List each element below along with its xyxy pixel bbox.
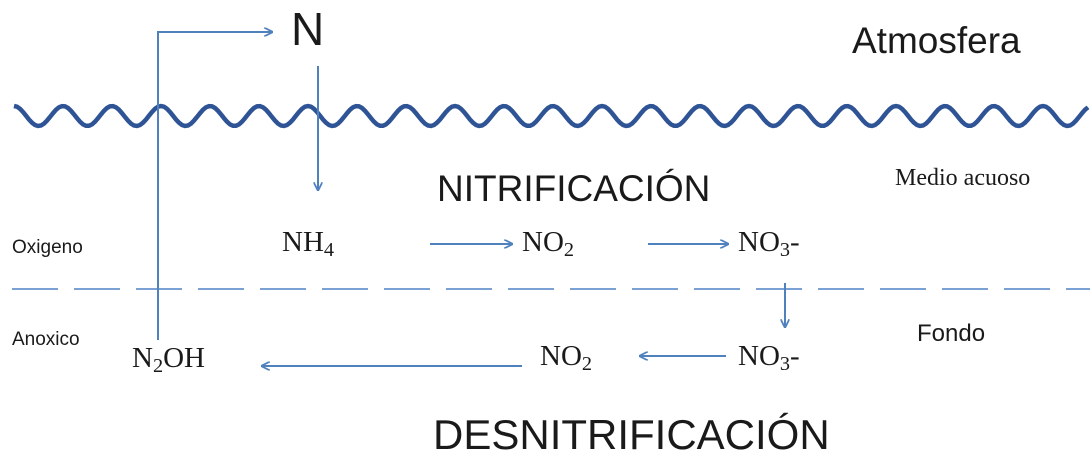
oxigeno-label: Oxigeno: [12, 237, 83, 258]
species-no3-top: NO3-: [738, 226, 800, 262]
species-n2oh: N2OH: [132, 342, 205, 378]
nitrogen-label: N: [291, 3, 325, 55]
atmosfera-label: Atmosfera: [852, 20, 1021, 61]
species-no2-bottom: NO2: [540, 340, 593, 376]
species-no3-bottom: NO3-: [738, 340, 800, 376]
anoxico-label: Anoxico: [12, 329, 80, 350]
species-no2-top: NO2: [522, 226, 575, 262]
water-surface-wave: [13, 103, 1090, 129]
nitrificacion-title: NITRIFICACIÓN: [437, 168, 711, 209]
species-nh4: NH4: [282, 226, 335, 262]
arrow-n2oh-to-n: [157, 32, 272, 340]
fondo-label: Fondo: [917, 320, 986, 347]
desnitrificacion-title: DESNITRIFICACIÓN: [433, 411, 830, 451]
medio-acuoso-label: Medio acuoso: [895, 166, 1031, 186]
